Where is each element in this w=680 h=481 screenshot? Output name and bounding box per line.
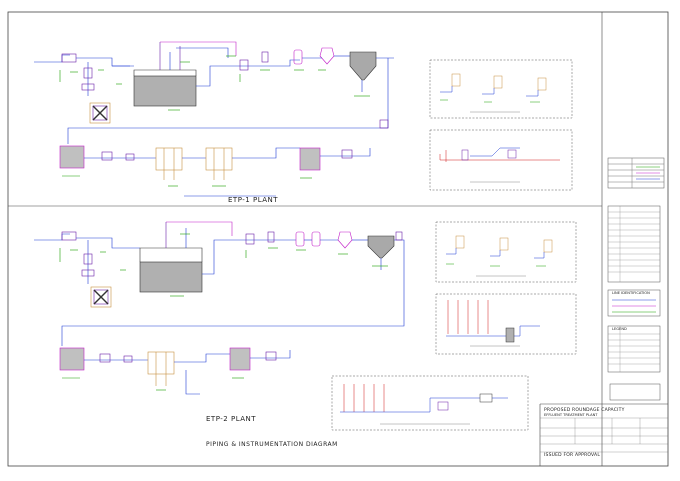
- detail-box-pumps-1: [429, 129, 573, 191]
- etp1-plant-label: ETP-1 PLANT: [228, 196, 279, 204]
- etp2-softener-1: [147, 351, 175, 375]
- drawing-title: PIPING & INSTRUMENTATION DIAGRAM: [206, 441, 338, 448]
- etp1-aeration-tank: [133, 75, 197, 107]
- etp2-aeration-tank: [139, 261, 203, 293]
- etp1-plant: [34, 41, 394, 197]
- etp1-return-line: [67, 58, 389, 144]
- etp2-air-header: [166, 221, 233, 236]
- etp1-inlet-line: [34, 54, 70, 63]
- etp1-reactor-1: [293, 49, 303, 65]
- etp1-air-header: [160, 41, 237, 56]
- etp2-reactor-3: [337, 231, 353, 249]
- title-block-project: PROPOSED ROUNDAGE CAPACITY: [544, 408, 625, 413]
- etp2-treated-tank: [229, 347, 251, 371]
- detail-box-pumps-2: [435, 293, 577, 355]
- etp2-instruments: [59, 233, 388, 391]
- etp2-inlet-line: [34, 233, 70, 241]
- legend-valves: [607, 205, 661, 283]
- etp2-blower: [93, 289, 109, 305]
- etp1-reactor-2: [319, 47, 335, 65]
- etp2-plant: [34, 221, 405, 395]
- etp1-blower: [92, 105, 108, 121]
- etp2-clarifier: [367, 235, 395, 259]
- etp2-reactor-2: [311, 231, 321, 247]
- etp1-clarifier: [349, 51, 377, 81]
- title-block-project-2: EFFLUENT TREATMENT PLANT: [544, 413, 598, 417]
- etp2-filter-bank: [59, 347, 85, 371]
- detail-box-dosing-1: [429, 59, 573, 119]
- etp1-main-line: [196, 59, 300, 87]
- etp2-main-line: [202, 239, 296, 275]
- title-block-issue: ISSUED FOR APPROVAL: [544, 453, 601, 458]
- etp1-filter-bank: [59, 145, 85, 169]
- detail-box-dosing-2: [435, 221, 577, 283]
- bottom-right-details: [331, 205, 661, 431]
- legend-table-top: [607, 157, 665, 189]
- legend-lines: [607, 289, 661, 317]
- etp1-softener-2: [205, 147, 233, 171]
- sheet-border: [7, 11, 669, 467]
- title-block-grid: [540, 417, 668, 453]
- etp1-treated-tank: [299, 147, 321, 171]
- etp2-reactor-1: [295, 231, 305, 247]
- legend-instruments: [607, 325, 661, 373]
- etp1-instruments: [59, 55, 370, 187]
- legend-lines-title: LINE IDENTIFICATION: [612, 291, 650, 295]
- top-right-details: [429, 59, 665, 191]
- etp2-plant-label: ETP-2 PLANT: [206, 415, 257, 423]
- etp1-softener-1: [155, 147, 183, 171]
- detail-box-instruments: [331, 375, 529, 431]
- legend-instruments-title: LEGEND: [612, 327, 627, 331]
- etp2-return-line: [61, 239, 405, 346]
